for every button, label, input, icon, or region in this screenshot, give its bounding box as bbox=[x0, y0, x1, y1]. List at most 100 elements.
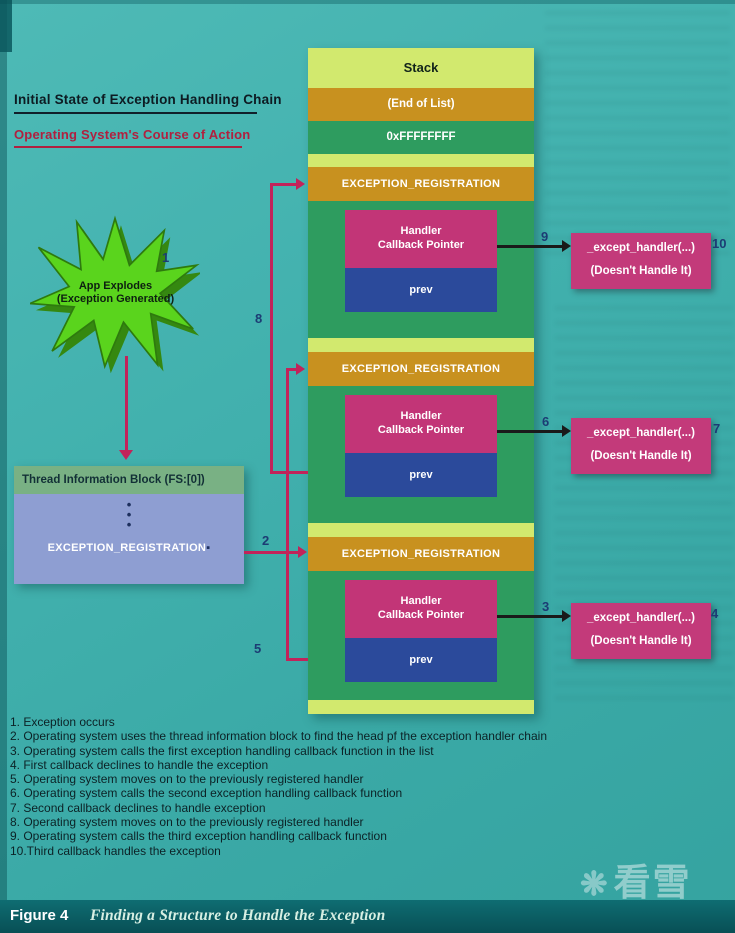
arrow-star-to-tib-head bbox=[119, 450, 133, 460]
tib-entry-text: EXCEPTION_REGISTRATION bbox=[47, 542, 207, 554]
step-number-6: 6 bbox=[542, 414, 550, 429]
watermark: ❋看雪 bbox=[580, 852, 692, 906]
legend-step: 5. Operating system moves on to the prev… bbox=[10, 772, 364, 787]
step-legend: 1. Exception occurs 2. Operating system … bbox=[10, 715, 547, 858]
handler-name: _except_handler(...) bbox=[586, 427, 695, 439]
stack-separator bbox=[308, 523, 534, 537]
handler-line2: Callback Pointer bbox=[377, 609, 465, 621]
legend-step: 8. Operating system moves on to the prev… bbox=[10, 815, 364, 830]
step-number-5: 5 bbox=[254, 641, 262, 656]
diagram-title: Initial State of Exception Handling Chai… bbox=[14, 92, 282, 107]
stack-separator bbox=[308, 154, 534, 167]
handler-line1: Handler bbox=[400, 225, 442, 237]
tib-ellipsis-dots: • • • bbox=[126, 497, 132, 532]
handler-line1: Handler bbox=[400, 410, 442, 422]
scan-edge-shadow-top bbox=[0, 0, 735, 4]
exception-registration-header-1: EXCEPTION_REGISTRATION bbox=[308, 167, 534, 201]
prev-pointer-2: prev bbox=[345, 453, 497, 497]
arrow-call-handler-2-line bbox=[497, 430, 563, 433]
handler-line2: Callback Pointer bbox=[377, 239, 465, 251]
arrow-step8-vertical-line bbox=[270, 183, 273, 474]
arrow-tib-to-stack-head bbox=[298, 546, 307, 558]
exception-registration-block-1: EXCEPTION_REGISTRATION Handler Callback … bbox=[308, 167, 534, 338]
step-number-4: 4 bbox=[711, 606, 719, 621]
tib-exception-registration-entry: EXCEPTION_REGISTRATION▪ bbox=[14, 542, 244, 554]
diagram-subtitle: Operating System's Course of Action bbox=[14, 127, 251, 142]
sentinel-0xffffffff-cell: 0xFFFFFFFF bbox=[308, 121, 534, 154]
snowflake-icon: ❋ bbox=[580, 865, 610, 902]
figure-label: Figure 4 bbox=[10, 907, 69, 924]
stack-separator bbox=[308, 700, 534, 714]
prev-pointer-3: prev bbox=[345, 638, 497, 682]
figure-title: Finding a Structure to Handle the Except… bbox=[90, 907, 386, 924]
arrow-step5-head bbox=[296, 363, 305, 375]
arrow-tib-to-stack-line bbox=[244, 551, 300, 554]
handler-line2: Callback Pointer bbox=[377, 424, 465, 436]
handler-result: (Doesn't Handle It) bbox=[590, 635, 692, 647]
arrow-step5-bottom-line bbox=[286, 658, 308, 661]
watermark-text: 看雪 bbox=[613, 862, 692, 903]
page-bleedthrough-texture bbox=[545, 5, 730, 255]
tib-header: Thread Information Block (FS:[0]) bbox=[14, 466, 244, 494]
handler-result: (Doesn't Handle It) bbox=[590, 265, 692, 277]
legend-step: 2. Operating system uses the thread info… bbox=[10, 729, 547, 744]
arrow-call-handler-2-head bbox=[562, 425, 571, 437]
legend-step: 9. Operating system calls the third exce… bbox=[10, 829, 387, 844]
except-handler-box-3: _except_handler(...) (Doesn't Handle It) bbox=[571, 603, 711, 659]
stack-separator bbox=[308, 338, 534, 352]
arrow-step5-top-line bbox=[286, 368, 298, 371]
handler-name: _except_handler(...) bbox=[586, 242, 695, 254]
step-number-2: 2 bbox=[262, 533, 270, 548]
thread-information-block: Thread Information Block (FS:[0]) • • • … bbox=[14, 466, 244, 584]
exception-registration-block-3: EXCEPTION_REGISTRATION Handler Callback … bbox=[308, 537, 534, 700]
handler-callback-pointer-2: Handler Callback Pointer bbox=[345, 395, 497, 453]
stack-title: Stack bbox=[308, 48, 534, 88]
arrow-step8-bottom-line bbox=[270, 471, 308, 474]
handler-result: (Doesn't Handle It) bbox=[590, 450, 692, 462]
legend-step: 7. Second callback declines to handle ex… bbox=[10, 800, 266, 815]
scan-edge-shadow-left bbox=[0, 0, 7, 933]
prev-pointer-1: prev bbox=[345, 268, 497, 312]
step-number-8: 8 bbox=[255, 311, 263, 326]
app-explodes-line1: App Explodes bbox=[78, 280, 153, 292]
except-handler-box-2: _except_handler(...) (Doesn't Handle It) bbox=[571, 418, 711, 474]
arrow-star-to-tib-line bbox=[125, 356, 128, 452]
except-handler-box-1: _except_handler(...) (Doesn't Handle It) bbox=[571, 233, 711, 289]
handler-name: _except_handler(...) bbox=[586, 612, 695, 624]
exception-registration-header-2: EXCEPTION_REGISTRATION bbox=[308, 352, 534, 386]
step-number-7: 7 bbox=[713, 421, 721, 436]
scan-corner-shadow bbox=[0, 0, 12, 52]
figure-caption-bar: Figure 4 Finding a Structure to Handle t… bbox=[0, 900, 735, 933]
arrow-call-handler-3-line bbox=[497, 615, 563, 618]
step-number-3: 3 bbox=[542, 599, 550, 614]
legend-step: 10.Third callback handles the exception bbox=[10, 843, 221, 858]
app-explodes-line2: (Exception Generated) bbox=[56, 293, 175, 305]
arrow-call-handler-1-line bbox=[497, 245, 563, 248]
app-explodes-label: App Explodes (Exception Generated) bbox=[33, 280, 198, 306]
step-number-10: 10 bbox=[712, 236, 727, 251]
arrow-step8-head bbox=[296, 178, 305, 190]
legend-step: 3. Operating system calls the first exce… bbox=[10, 743, 434, 758]
handler-line1: Handler bbox=[400, 595, 442, 607]
tib-entry-bullet: ▪ bbox=[206, 542, 211, 554]
stack-column: Stack (End of List) 0xFFFFFFFF EXCEPTION… bbox=[308, 48, 534, 714]
app-explodes-starburst bbox=[29, 215, 203, 375]
step-number-1: 1 bbox=[162, 250, 170, 265]
step-number-9: 9 bbox=[541, 229, 549, 244]
starburst-icon bbox=[29, 215, 203, 374]
arrow-call-handler-3-head bbox=[562, 610, 571, 622]
diagram-subtitle-underline bbox=[14, 146, 242, 148]
tib-body: • • • EXCEPTION_REGISTRATION▪ bbox=[14, 494, 244, 584]
exception-registration-block-2: EXCEPTION_REGISTRATION Handler Callback … bbox=[308, 352, 534, 523]
exception-registration-header-3: EXCEPTION_REGISTRATION bbox=[308, 537, 534, 571]
diagram-title-underline bbox=[14, 112, 257, 114]
arrow-call-handler-1-head bbox=[562, 240, 571, 252]
legend-step: 6. Operating system calls the second exc… bbox=[10, 786, 403, 801]
legend-step: 4. First callback declines to handle the… bbox=[10, 757, 269, 772]
end-of-list-cell: (End of List) bbox=[308, 88, 534, 121]
arrow-step5-vertical-line bbox=[286, 368, 289, 661]
legend-step: 1. Exception occurs bbox=[10, 715, 115, 729]
handler-callback-pointer-1: Handler Callback Pointer bbox=[345, 210, 497, 268]
arrow-step8-top-line bbox=[270, 183, 298, 186]
